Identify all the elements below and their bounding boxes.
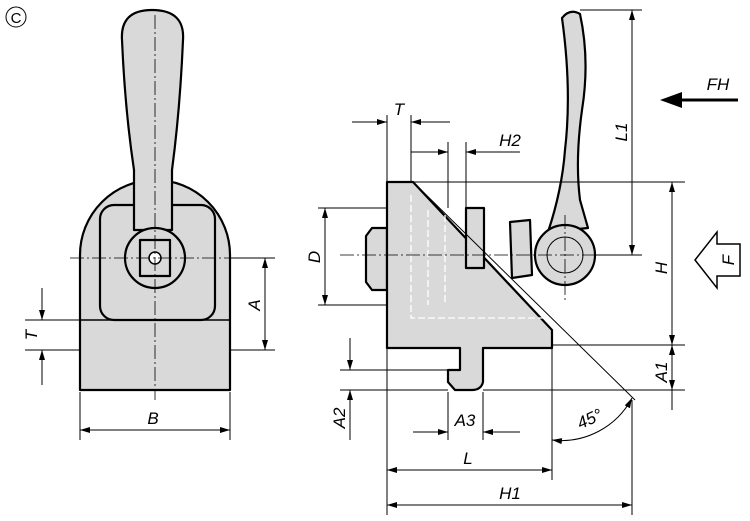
washer [508,218,534,280]
force-arrow-F: F [694,229,741,291]
force-label-F: F [719,253,738,265]
dim-label-L1: L1 [612,123,631,142]
side-knob [364,226,389,292]
dim-label-angle: 45° [574,405,606,433]
knurled-nut [464,206,486,270]
dim-label-A1: A1 [652,362,671,384]
dim-label-H2: H2 [499,131,521,150]
side-lever [546,10,590,234]
side-view: T H2 D L1 H A1 A2 A3 L H1 45° [305,9,741,515]
dim-label-T-front: T [22,328,41,340]
front-view: A T B [22,8,275,440]
view-marker-label: C [11,10,22,27]
dim-label-L: L [463,449,472,468]
dim-label-A: A [245,299,264,311]
dim-label-T-side: T [394,100,406,119]
front-handle [120,8,185,232]
dim-label-A2: A2 [330,407,349,429]
dim-label-B: B [147,409,158,428]
dim-label-D: D [305,251,324,263]
dim-label-H1: H1 [499,484,521,503]
force-arrow-FH: FH [660,75,738,108]
force-label-FH: FH [707,75,730,94]
dim-label-A3: A3 [454,411,476,430]
view-marker: C [5,6,27,28]
dim-label-H: H [652,261,671,274]
